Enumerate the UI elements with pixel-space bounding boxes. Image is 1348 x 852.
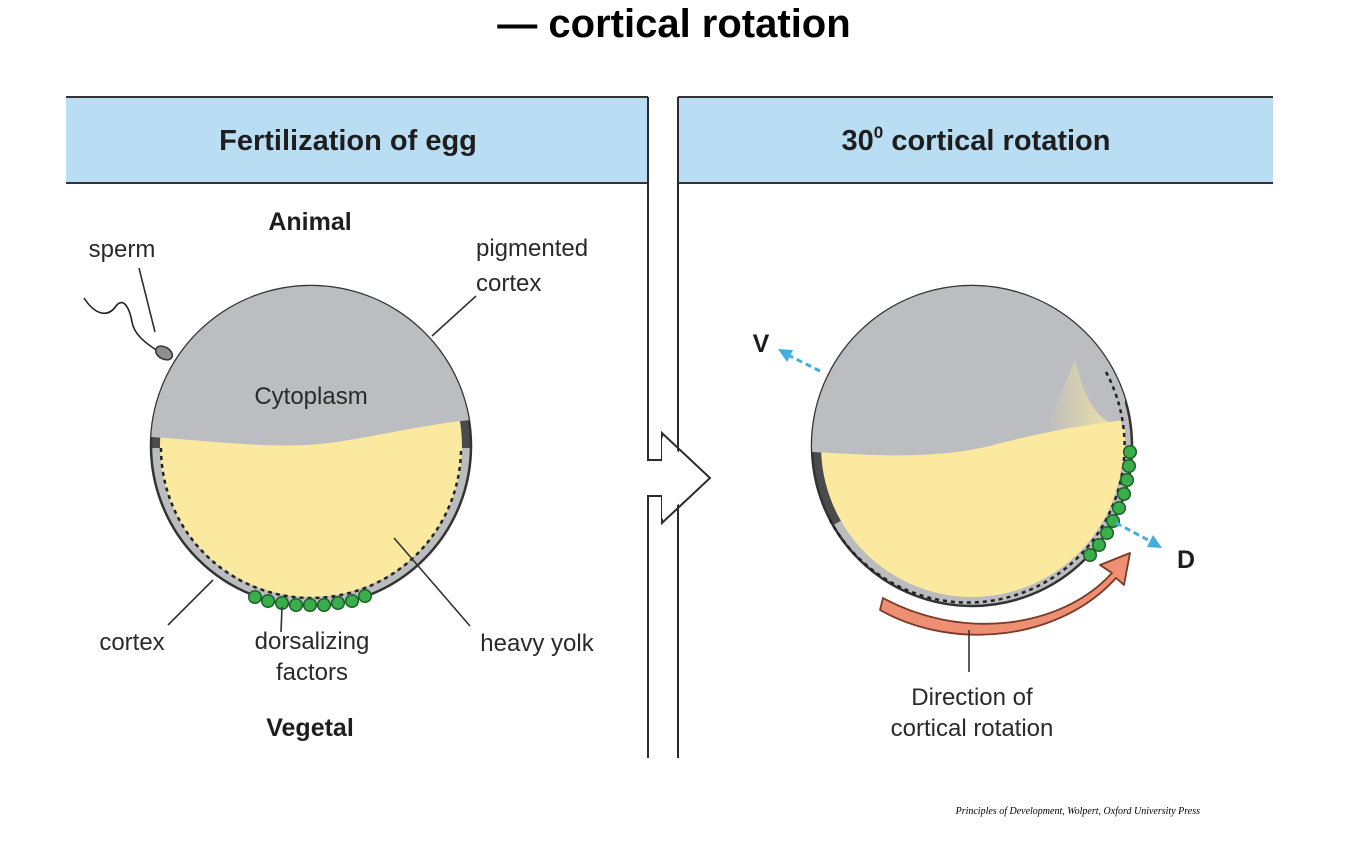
factor-dot (1082, 547, 1098, 563)
factor-dot (288, 597, 304, 613)
ventral-arrow-line (789, 354, 821, 373)
leader-sperm (138, 267, 156, 333)
factor-dot (302, 597, 318, 613)
dorsalizing-label-line1: dorsalizing (255, 628, 370, 655)
left-dorsalizing-factors (247, 588, 373, 613)
dorsal-arrow-head (1147, 535, 1162, 548)
sperm-label: sperm (89, 236, 156, 263)
right-panel-header-bg (678, 97, 1273, 183)
right-inner-cortex-dashed (828, 371, 1126, 604)
heavy-yolk-label: heavy yolk (480, 630, 594, 657)
leader-pigmented-cortex (431, 295, 477, 337)
factor-dot (316, 597, 332, 613)
factor-dot (344, 593, 360, 609)
left-egg: Animal Vegetal sperm pigmented cortex Cy… (83, 208, 595, 742)
factor-dot (1091, 537, 1107, 553)
direction-label-line2: cortical rotation (891, 715, 1054, 742)
left-leader-lines (138, 267, 477, 633)
sperm-tail (83, 297, 159, 352)
vegetal-label: Vegetal (266, 714, 354, 742)
header-number: 30 (842, 125, 874, 157)
factor-dot (1099, 525, 1115, 541)
factor-dot (247, 589, 263, 605)
left-panel-header: Fertilization of egg (219, 125, 477, 157)
pigmented-label-line1: pigmented (476, 235, 588, 262)
leader-dorsalizing-factors (280, 606, 283, 633)
dorsal-label: D (1177, 546, 1195, 574)
leader-heavy-yolk (393, 537, 471, 627)
cortex-label: cortex (99, 629, 164, 656)
divider-arrow-fill (650, 437, 707, 519)
panel-divider-arrow (647, 97, 712, 758)
right-egg: V D Direction of cortical rotation (753, 284, 1195, 742)
left-cytoplasm (151, 286, 470, 446)
cytoplasm-yolk-blend (1045, 360, 1125, 470)
factor-dot (357, 588, 373, 604)
slide-title: — cortical rotation (497, 2, 851, 46)
ventral-arrow-head (778, 349, 793, 362)
left-panel-header-bg (66, 97, 648, 183)
ventral-arrow (778, 349, 821, 373)
factor-dot (1116, 486, 1132, 502)
sperm-cell (83, 297, 174, 361)
header-degree: 0 (874, 123, 883, 142)
factor-dot (330, 595, 346, 611)
dorsal-arrow-line (1115, 521, 1151, 543)
right-cytoplasm (812, 286, 1125, 456)
right-panel-header: 300 cortical rotation (842, 123, 1111, 157)
rotation-direction-arrow (879, 552, 1131, 636)
right-panel: 300 cortical rotation (678, 96, 1273, 184)
factor-dot (260, 593, 276, 609)
animal-label: Animal (268, 208, 351, 236)
dorsal-arrow (1115, 521, 1162, 548)
direction-label-line1: Direction of (911, 684, 1033, 711)
right-dorsalizing-factors (1082, 444, 1138, 563)
header-rest: cortical rotation (883, 125, 1110, 157)
source-credit: Principles of Development, Wolpert, Oxfo… (955, 806, 1200, 817)
left-panel: Fertilization of egg (66, 96, 648, 184)
cytoplasm-label: Cytoplasm (254, 383, 367, 410)
factor-dot (1121, 458, 1137, 474)
factor-dot (1122, 444, 1138, 460)
factor-dot (1119, 472, 1135, 488)
dorsalizing-label-line2: factors (276, 659, 348, 686)
ventral-label: V (753, 330, 770, 358)
left-inner-cortex-dashed (159, 447, 463, 600)
factor-dot (1111, 500, 1127, 516)
sperm-head (154, 345, 174, 361)
pigmented-label-line2: cortex (476, 270, 541, 297)
leader-cortex (167, 579, 214, 626)
